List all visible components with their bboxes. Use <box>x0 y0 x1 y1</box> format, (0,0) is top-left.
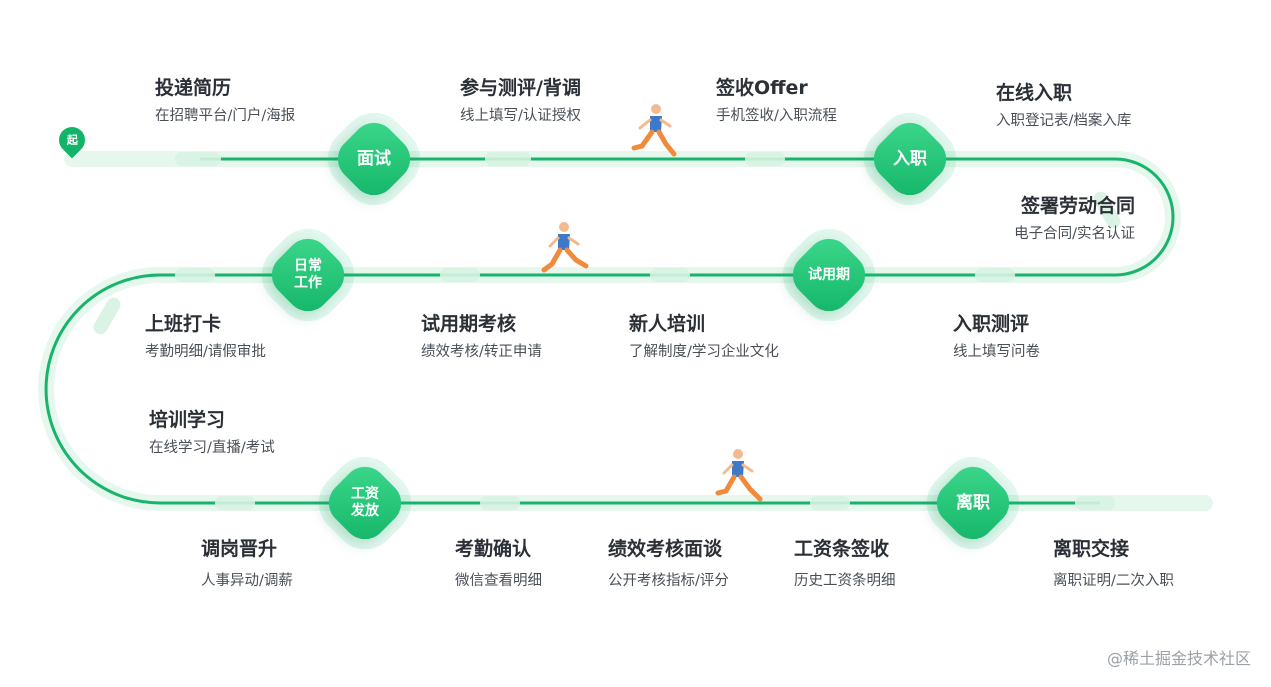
milestone-label: 日常 工作 <box>294 258 322 291</box>
step-title: 在线入职 <box>996 82 1073 104</box>
milestone-label: 工资 发放 <box>351 486 379 519</box>
milestone-payroll: 工资 发放 <box>319 457 411 549</box>
step-training-learning: 培训学习 在线学习/直播/考试 <box>149 408 275 458</box>
step-title: 上班打卡 <box>145 313 222 335</box>
step-subtitle: 人事异动/调薪 <box>201 573 293 589</box>
step-payslip-sign: 工资条签收 历史工资条明细 <box>794 537 896 591</box>
step-title: 离职交接 <box>1053 538 1130 560</box>
step-subtitle: 手机签收/入职流程 <box>716 108 837 124</box>
runner-icon <box>631 104 677 157</box>
step-sign-offer: 签收Offer 手机签收/入职流程 <box>716 76 837 126</box>
step-subtitle: 入职登记表/档案入库 <box>996 113 1132 129</box>
milestone-onboarding: 入职 <box>864 113 956 205</box>
step-subtitle: 微信查看明细 <box>455 573 542 589</box>
step-subtitle: 在线学习/直播/考试 <box>149 440 275 456</box>
step-new-hire-training: 新人培训 了解制度/学习企业文化 <box>629 312 779 362</box>
runner-icon <box>715 449 763 502</box>
step-subtitle: 线上填写/认证授权 <box>460 108 581 124</box>
step-title: 签署劳动合同 <box>1020 195 1135 217</box>
step-title: 培训学习 <box>149 409 226 431</box>
step-resignation-handover: 离职交接 离职证明/二次入职 <box>1053 537 1174 591</box>
step-title: 绩效考核面谈 <box>608 538 723 560</box>
step-title: 考勤确认 <box>455 538 532 560</box>
milestone-probation: 试用期 <box>783 229 875 321</box>
milestone-label: 面试 <box>357 148 391 169</box>
milestone-resignation: 离职 <box>927 457 1019 549</box>
step-subtitle: 绩效考核/转正申请 <box>421 344 542 360</box>
step-subtitle: 历史工资条明细 <box>794 573 896 589</box>
step-online-onboarding: 在线入职 入职登记表/档案入库 <box>996 81 1131 131</box>
step-subtitle: 电子合同/实名认证 <box>1014 226 1135 242</box>
runner-icon <box>541 222 589 273</box>
step-transfer-promotion: 调岗晋升 人事异动/调薪 <box>201 537 293 591</box>
step-subtitle: 离职证明/二次入职 <box>1053 573 1174 589</box>
step-title: 调岗晋升 <box>201 538 278 560</box>
step-title: 投递简历 <box>155 77 232 99</box>
step-title: 新人培训 <box>629 313 706 335</box>
step-subtitle: 考勤明细/请假审批 <box>145 344 266 360</box>
step-sign-contract: 签署劳动合同 电子合同/实名认证 <box>1014 194 1135 244</box>
step-title: 试用期考核 <box>421 313 517 335</box>
milestone-interview: 面试 <box>328 113 420 205</box>
step-submit-resume: 投递简历 在招聘平台/门户/海报 <box>155 76 295 126</box>
step-title: 入职测评 <box>953 313 1030 335</box>
step-assessment: 参与测评/背调 线上填写/认证授权 <box>460 76 581 126</box>
step-title: 参与测评/背调 <box>460 77 581 99</box>
milestone-label: 入职 <box>893 148 927 169</box>
step-attendance-confirm: 考勤确认 微信查看明细 <box>455 537 542 591</box>
start-marker-label: 起 <box>66 134 78 147</box>
step-subtitle: 在招聘平台/门户/海报 <box>155 108 296 124</box>
milestone-label: 试用期 <box>808 266 850 283</box>
step-title: 工资条签收 <box>794 538 890 560</box>
step-clock-in: 上班打卡 考勤明细/请假审批 <box>145 312 266 362</box>
step-subtitle: 公开考核指标/评分 <box>608 573 729 589</box>
step-probation-review: 试用期考核 绩效考核/转正申请 <box>421 312 542 362</box>
step-onboarding-assessment: 入职测评 线上填写问卷 <box>953 312 1040 362</box>
step-subtitle: 了解制度/学习企业文化 <box>629 344 779 360</box>
step-title: 签收Offer <box>716 77 808 99</box>
watermark: @稀土掘金技术社区 <box>1106 649 1251 668</box>
milestone-label: 离职 <box>956 492 990 513</box>
step-subtitle: 线上填写问卷 <box>953 344 1040 360</box>
milestone-daily-work: 日常 工作 <box>262 229 354 321</box>
step-performance-interview: 绩效考核面谈 公开考核指标/评分 <box>608 537 729 591</box>
